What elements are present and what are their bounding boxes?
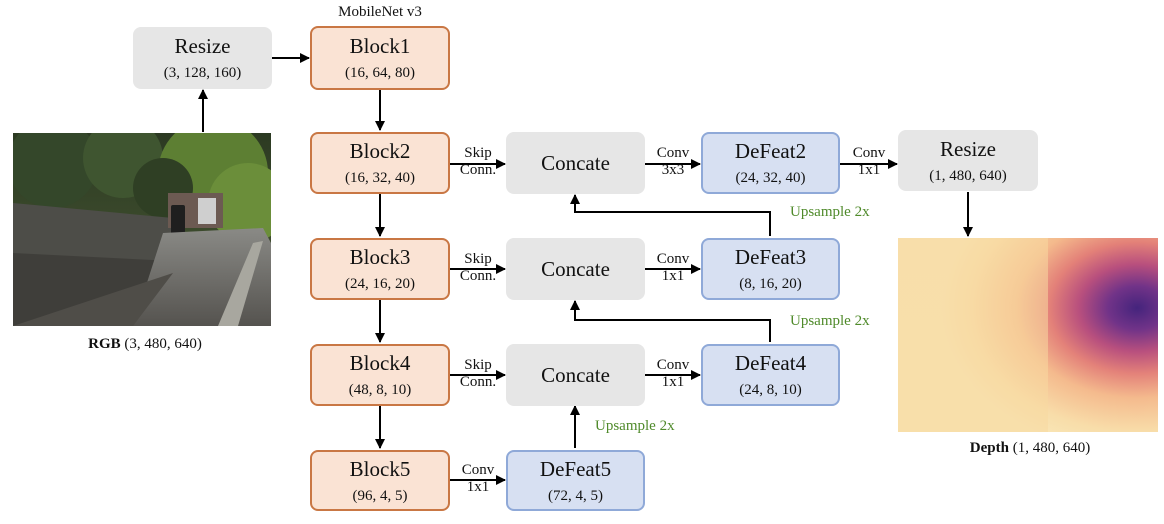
block2-node: Block2 (16, 32, 40) bbox=[310, 132, 450, 194]
rgb-caption: RGB (3, 480, 640) bbox=[88, 336, 202, 352]
block4-dims: (48, 8, 10) bbox=[348, 382, 412, 398]
upsample-label-defeat4: Upsample 2x bbox=[790, 313, 870, 329]
defeat2-title: DeFeat2 bbox=[734, 139, 807, 163]
defeat2-node: DeFeat2 (24, 32, 40) bbox=[701, 132, 840, 194]
block3-node: Block3 (24, 16, 20) bbox=[310, 238, 450, 300]
resize-output-dims: (1, 480, 640) bbox=[929, 167, 1007, 184]
block5-dims: (96, 4, 5) bbox=[352, 487, 408, 504]
depth-caption: Depth (1, 480, 640) bbox=[969, 440, 1091, 456]
defeat5-node: DeFeat5 (72, 4, 5) bbox=[506, 450, 645, 511]
resize-output-node: Resize (1, 480, 640) bbox=[898, 130, 1038, 191]
upsample-label-defeat5: Upsample 2x bbox=[595, 418, 675, 434]
block4-node: Block4 (48, 8, 10) bbox=[310, 344, 450, 406]
defeat3-dims: (8, 16, 20) bbox=[739, 276, 802, 292]
defeat3-node: DeFeat3 (8, 16, 20) bbox=[701, 238, 840, 300]
defeat2-dims: (24, 32, 40) bbox=[735, 170, 806, 186]
defeat4-title: DeFeat4 bbox=[734, 351, 807, 375]
resize-input-dims: (3, 128, 160) bbox=[163, 65, 242, 81]
concat-row3-node: Concate bbox=[506, 238, 645, 300]
block1-node: Block1 (16, 64, 80) bbox=[310, 26, 450, 90]
block3-title: Block3 bbox=[349, 245, 411, 269]
arrow-defeat3-upsample bbox=[570, 194, 771, 236]
depth-output-image bbox=[898, 238, 1158, 432]
concat-row2-node: Concate bbox=[506, 132, 645, 194]
block1-title: Block1 bbox=[349, 34, 411, 58]
defeat5-title: DeFeat5 bbox=[539, 456, 612, 481]
arrow-defeat4-upsample bbox=[570, 300, 771, 342]
concat-row4-node: Concate bbox=[506, 344, 645, 406]
block2-dims: (16, 32, 40) bbox=[345, 170, 415, 186]
concat-row3-title: Concate bbox=[541, 257, 610, 281]
resize-output-title: Resize bbox=[940, 136, 996, 161]
block3-dims: (24, 16, 20) bbox=[345, 276, 415, 292]
block2-title: Block2 bbox=[349, 139, 411, 163]
resize-input-node: Resize (3, 128, 160) bbox=[133, 27, 272, 89]
mobilenet-header: MobileNet v3 bbox=[338, 4, 422, 20]
block1-dims: (16, 64, 80) bbox=[345, 65, 415, 81]
defeat4-dims: (24, 8, 10) bbox=[739, 382, 802, 398]
defeat5-dims: (72, 4, 5) bbox=[548, 487, 603, 504]
block4-title: Block4 bbox=[349, 351, 411, 375]
block5-title: Block5 bbox=[349, 456, 411, 481]
concat-row4-title: Concate bbox=[541, 363, 610, 387]
upsample-label-defeat3: Upsample 2x bbox=[790, 204, 870, 220]
block5-node: Block5 (96, 4, 5) bbox=[310, 450, 450, 511]
resize-input-title: Resize bbox=[174, 34, 231, 58]
defeat3-title: DeFeat3 bbox=[734, 245, 807, 269]
defeat4-node: DeFeat4 (24, 8, 10) bbox=[701, 344, 840, 406]
rgb-input-image bbox=[13, 133, 271, 326]
concat-row2-title: Concate bbox=[541, 151, 610, 175]
